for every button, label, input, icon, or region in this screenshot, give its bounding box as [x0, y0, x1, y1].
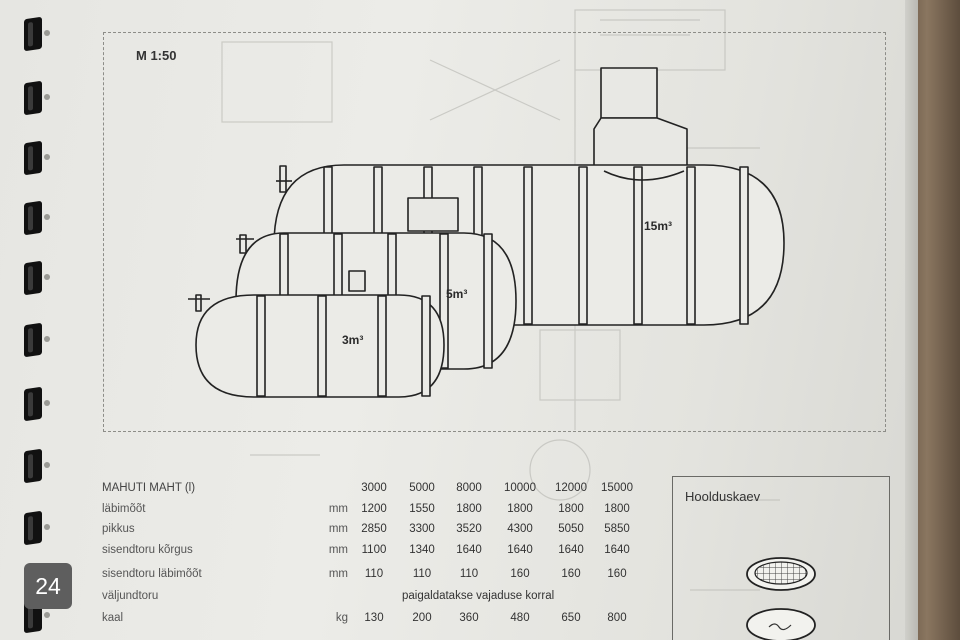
- spec-value: 3000: [361, 482, 387, 494]
- tank-illustration: [188, 67, 785, 398]
- spec-value: 480: [510, 612, 530, 624]
- binding-hole: [44, 612, 50, 618]
- spec-value: 2850: [361, 523, 387, 535]
- spec-value: 110: [459, 568, 479, 580]
- inset-title: Hoolduskaev: [685, 489, 761, 504]
- spec-label: pikkus: [102, 523, 135, 535]
- binding-coil: [24, 80, 42, 116]
- spec-value: 360: [459, 612, 479, 624]
- spec-value: 160: [607, 568, 627, 580]
- binding-hole: [44, 462, 50, 468]
- spec-value: 110: [364, 568, 384, 580]
- spec-value: 800: [607, 612, 627, 624]
- spec-label: väljundtoru: [102, 590, 159, 602]
- spec-row: pikkus mm 2850 3300 3520 4300 5050 5850: [102, 523, 662, 543]
- spec-value: 130: [364, 612, 384, 624]
- binding-hole: [44, 524, 50, 530]
- spec-value: 1800: [604, 503, 630, 515]
- spec-value: 5850: [604, 523, 630, 535]
- spec-unit: mm: [328, 568, 348, 580]
- binding-hole: [44, 336, 50, 342]
- spec-row: sisendtoru läbimõõt mm 110 110 110 160 1…: [102, 568, 662, 588]
- manhole-illustration: [746, 557, 816, 640]
- spiral-binding: [0, 0, 60, 640]
- spec-unit: mm: [328, 523, 348, 535]
- binding-coil: [24, 322, 42, 358]
- spec-value: 650: [561, 612, 581, 624]
- spec-row: läbimõõt mm 1200 1550 1800 1800 1800 180…: [102, 503, 662, 523]
- binding-hole: [44, 274, 50, 280]
- scale-label: M 1:50: [136, 48, 177, 63]
- spec-row: sisendtoru kõrgus mm 1100 1340 1640 1640…: [102, 544, 662, 564]
- spec-unit: mm: [328, 503, 348, 515]
- spec-value: 1640: [456, 544, 482, 556]
- spec-value: 8000: [456, 482, 482, 494]
- spec-value: 3520: [456, 523, 482, 535]
- document-page: M 1:50: [0, 0, 918, 640]
- page-number-badge: 24: [24, 563, 72, 609]
- spec-value: 1640: [604, 544, 630, 556]
- binding-coil: [24, 448, 42, 484]
- spec-label: kaal: [102, 612, 124, 624]
- spec-value: 1640: [507, 544, 533, 556]
- binding-coil: [24, 16, 42, 52]
- spec-value: 1100: [361, 544, 387, 556]
- binding-coil: [24, 260, 42, 296]
- binding-hole: [44, 400, 50, 406]
- inset-panel: Hoolduskaev: [672, 476, 890, 640]
- spec-value: 1340: [409, 544, 435, 556]
- spec-value: 4300: [507, 523, 533, 535]
- tank-drawing: M 1:50: [103, 32, 886, 432]
- spec-row: väljundtoru paigaldatakse vajaduse korra…: [102, 590, 662, 610]
- spec-value: 10000: [504, 482, 536, 494]
- spec-label: sisendtoru kõrgus: [102, 544, 193, 556]
- tank-3m3: [188, 294, 445, 398]
- binding-coil: [24, 510, 42, 546]
- spec-unit: mm: [328, 544, 348, 556]
- spec-header-row: MAHUTI MAHT (l) 3000 5000 8000 10000 120…: [102, 482, 662, 502]
- spec-label: sisendtoru läbimõõt: [102, 568, 202, 580]
- binding-coil: [24, 200, 42, 236]
- tank-label-5m3: 5m³: [446, 287, 468, 301]
- spec-value: 1800: [507, 503, 533, 515]
- spec-value: 5000: [409, 482, 435, 494]
- spec-value: 5050: [558, 523, 584, 535]
- spec-unit: kg: [335, 612, 348, 624]
- spec-value: 3300: [409, 523, 435, 535]
- spec-span-note: paigaldatakse vajaduse korral: [402, 590, 555, 602]
- solid-cover-icon: [746, 608, 816, 640]
- binding-hole: [44, 154, 50, 160]
- binding-coil: [24, 386, 42, 422]
- spec-value: 160: [561, 568, 581, 580]
- binding-coil: [24, 140, 42, 176]
- spec-value: 1800: [456, 503, 482, 515]
- binding-hole: [44, 30, 50, 36]
- spec-value: 1200: [361, 503, 387, 515]
- spec-value: 1550: [409, 503, 435, 515]
- tank-label-3m3: 3m³: [342, 333, 364, 347]
- binding-hole: [44, 214, 50, 220]
- spec-value: 12000: [555, 482, 587, 494]
- spec-label: läbimõõt: [102, 503, 146, 515]
- page-edge: [905, 0, 918, 640]
- binding-hole: [44, 94, 50, 100]
- spec-value: 160: [510, 568, 530, 580]
- spec-value: 1800: [558, 503, 584, 515]
- spec-label: MAHUTI MAHT (l): [102, 482, 196, 494]
- spec-value: 200: [412, 612, 432, 624]
- tank-label-15m3: 15m³: [644, 219, 673, 233]
- spec-row: kaal kg 130 200 360 480 650 800: [102, 612, 662, 632]
- spec-value: 15000: [601, 482, 633, 494]
- grate-cover-icon: [746, 557, 816, 591]
- spec-value: 110: [412, 568, 432, 580]
- spec-value: 1640: [558, 544, 584, 556]
